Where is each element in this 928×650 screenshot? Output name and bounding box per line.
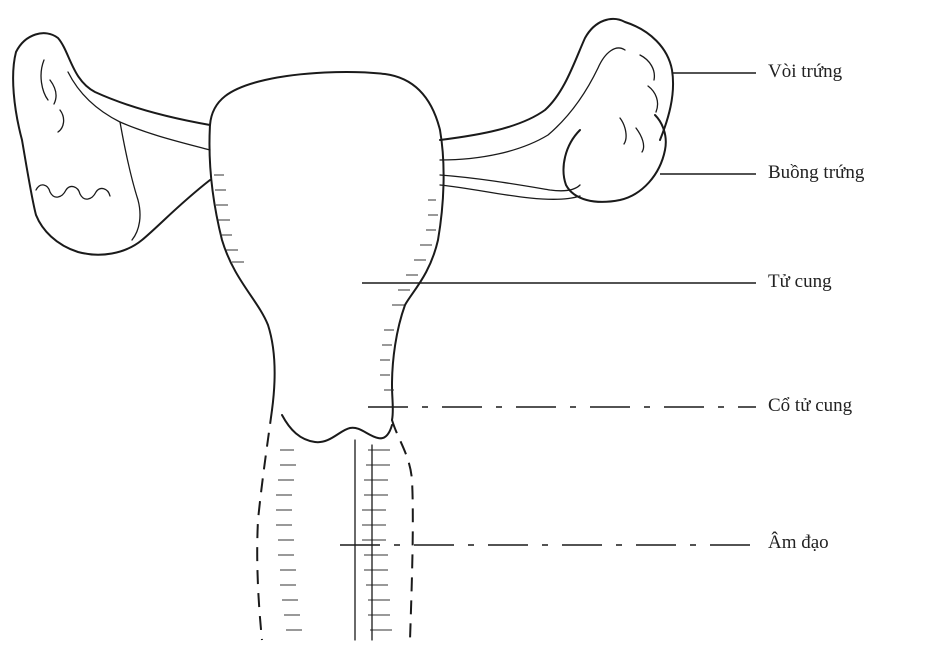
left-fallopian-tube [13,33,210,255]
label-ovary: Buồng trứng [768,163,864,182]
vagina [257,410,413,640]
label-uterus: Tử cung [768,272,832,291]
uterus-body [210,72,444,420]
label-fallopian-tube: Vòi trứng [768,62,842,81]
label-cervix: Cổ tử cung [768,396,852,415]
label-vagina: Âm đạo [768,533,829,552]
right-fallopian-tube [440,19,673,160]
